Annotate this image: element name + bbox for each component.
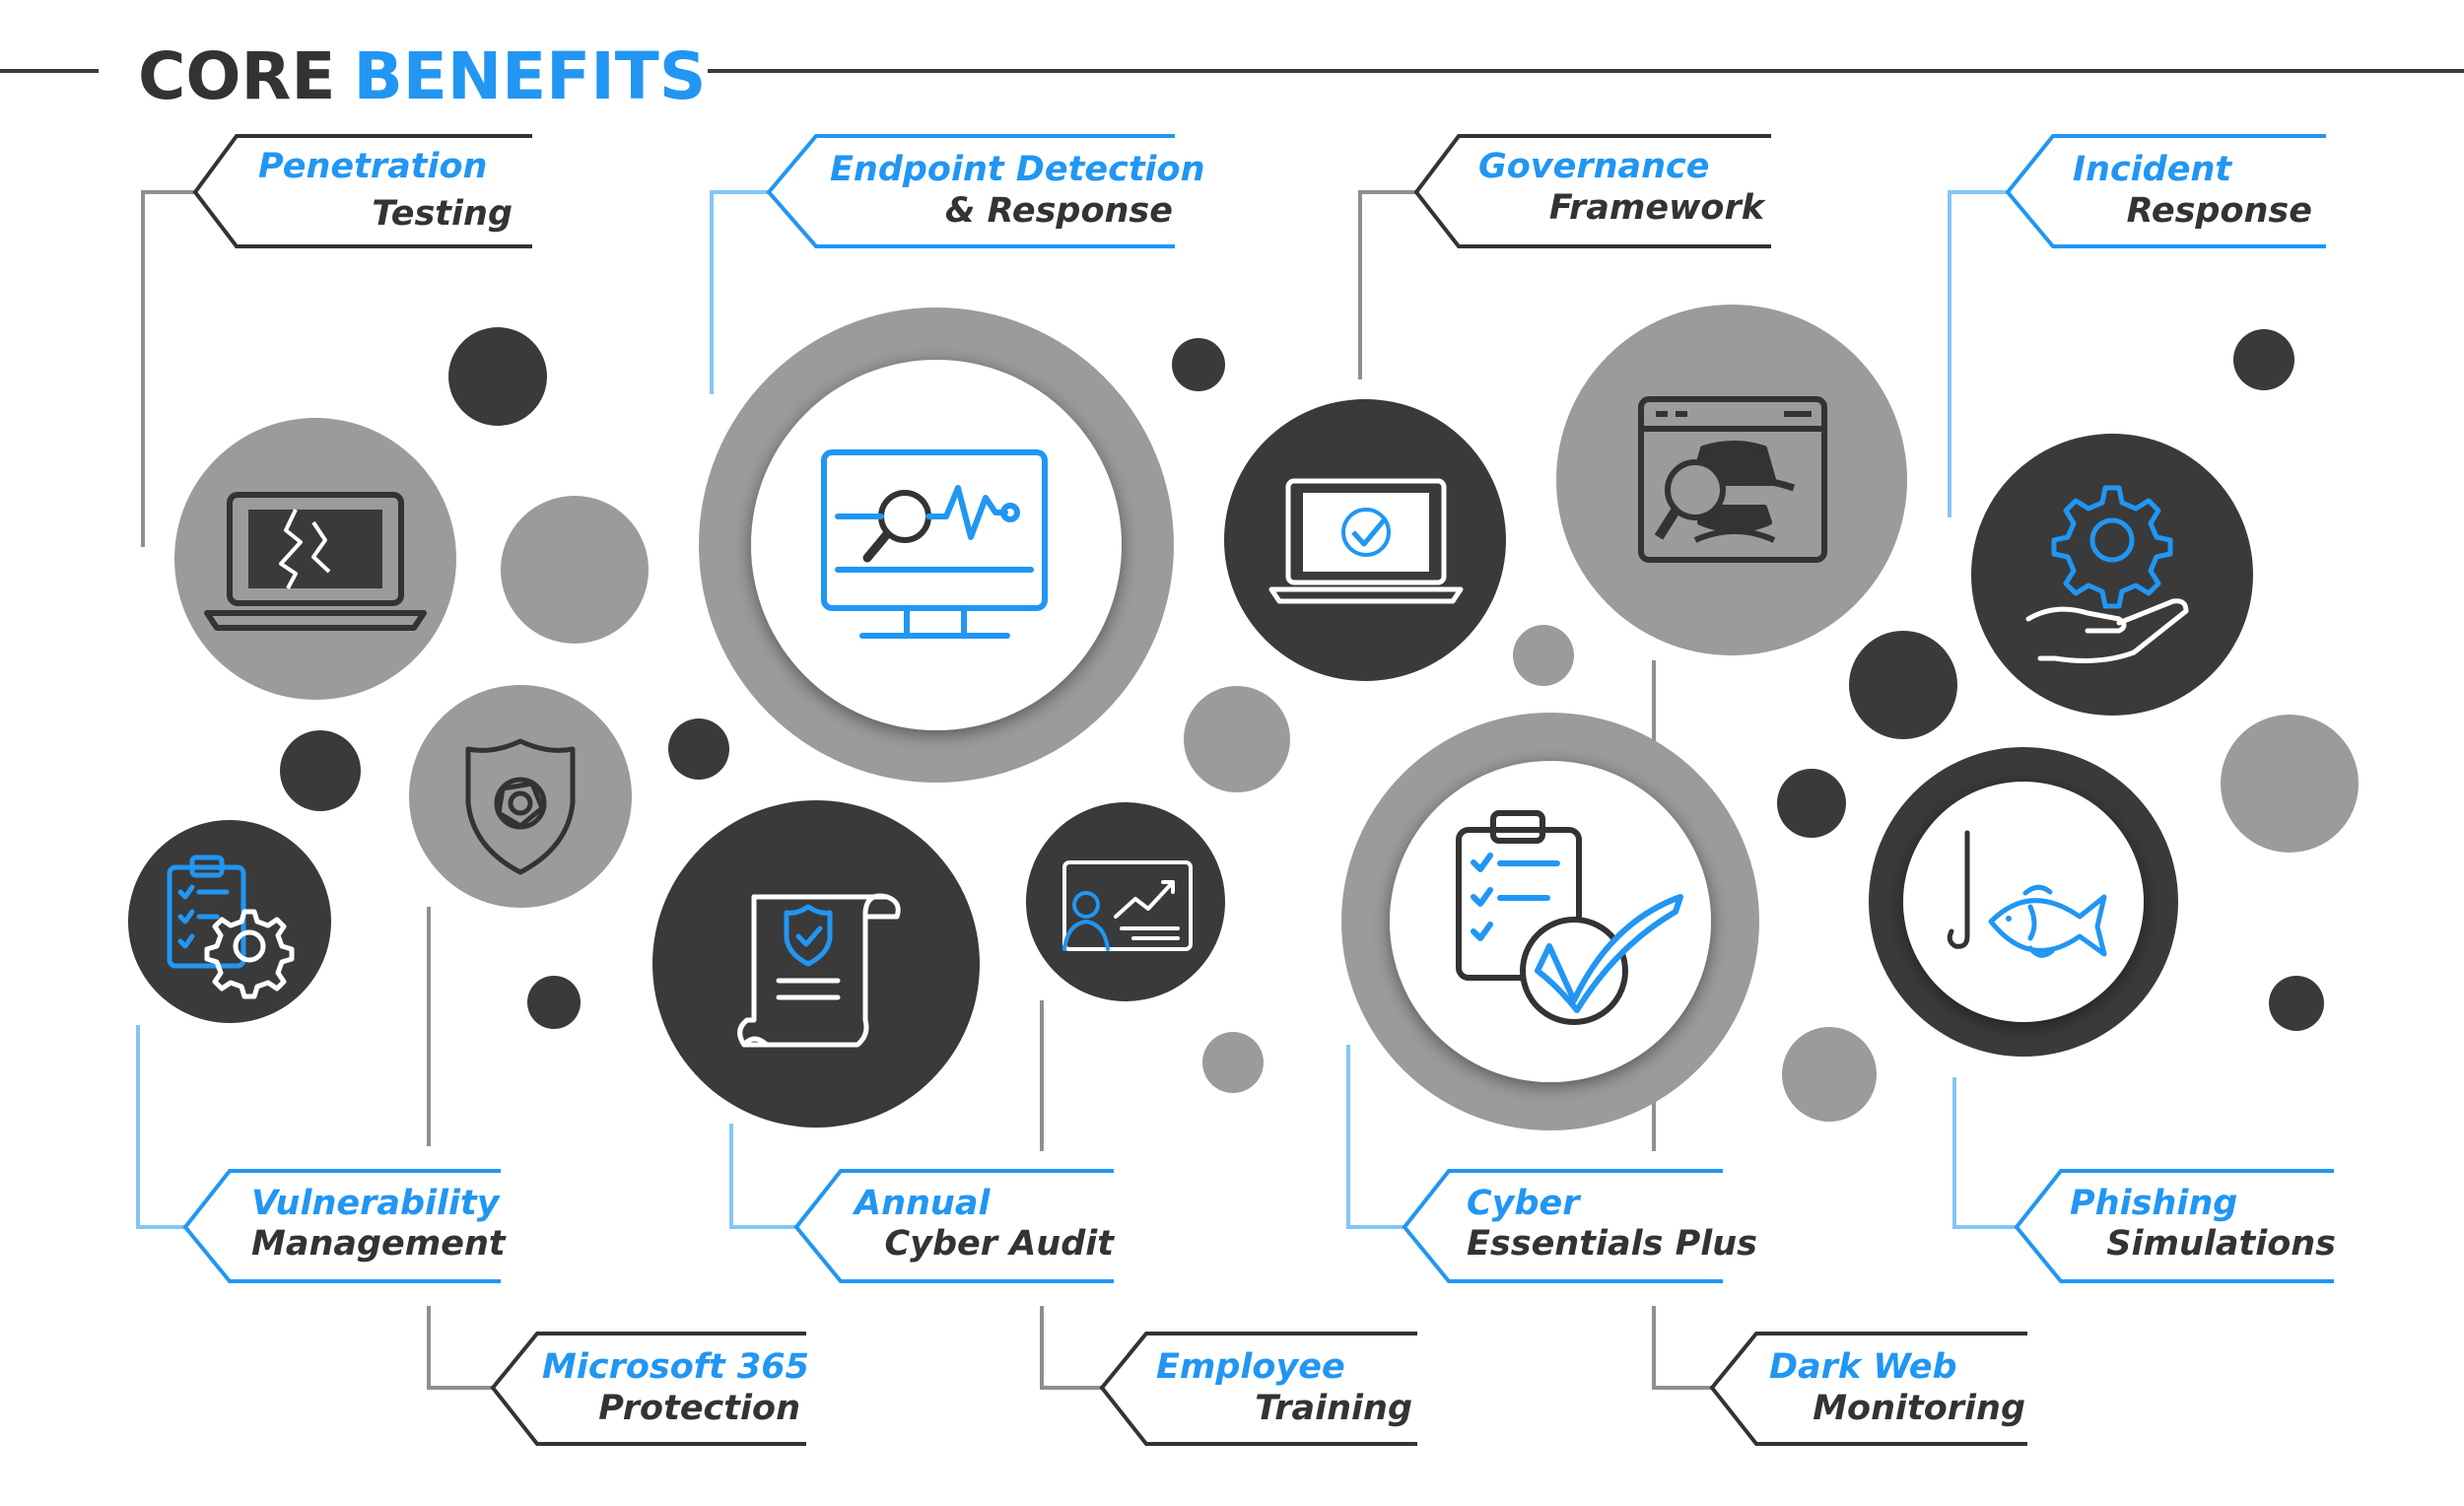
title-blue: BENEFITS [353,38,706,114]
svg-text:Simulations: Simulations [2106,1224,2336,1264]
node-incident-response [1971,434,2253,716]
broken-laptop-icon [204,492,427,631]
label-employee-training: Employee Training [1099,1332,1417,1446]
label-microsoft-365: Microsoft 365 Protection [490,1332,809,1446]
node-annual-cyber-audit [652,800,980,1128]
monitor-analytics-icon [821,449,1048,639]
svg-text:Dark Web: Dark Web [1769,1347,1957,1387]
label-incident-response: Incident Response [2005,134,2326,248]
svg-text:Management: Management [251,1224,507,1264]
svg-text:Monitoring: Monitoring [1813,1389,2025,1428]
node-phishing-simulations [1869,747,2178,1057]
svg-text:Testing: Testing [372,194,513,234]
svg-text:Governance: Governance [1478,147,1710,186]
svg-text:Annual: Annual [852,1184,991,1223]
svg-text:Essentials Plus: Essentials Plus [1467,1224,1757,1264]
label-dark-web-monitoring: Dark Web Monitoring [1709,1332,2027,1446]
node-penetration-testing [174,418,456,700]
decorative-dots [280,327,2359,1122]
svg-text:& Response: & Response [945,191,1173,231]
svg-text:Framework: Framework [1549,188,1767,228]
node-dark-web-monitoring [1556,305,1907,655]
svg-text:Endpoint Detection: Endpoint Detection [830,150,1205,189]
gear-hand-icon [2025,485,2189,663]
clipboard-gear-icon [167,855,295,999]
svg-text:Response: Response [2127,191,2312,231]
svg-text:Phishing: Phishing [2070,1184,2237,1223]
label-penetration-testing: Penetration Testing [192,134,532,248]
node-employee-training [1026,802,1225,1001]
svg-text:Protection: Protection [598,1389,800,1428]
title-dark: CORE [138,38,335,114]
laptop-check-icon [1268,478,1464,604]
label-endpoint-detection: Endpoint Detection & Response [766,134,1205,248]
label-annual-cyber-audit: Annual Cyber Audit [793,1169,1115,1283]
node-vulnerability-management [128,820,331,1023]
node-microsoft-365 [409,685,632,908]
svg-text:Training: Training [1255,1389,1412,1428]
presentation-board-icon [1062,860,1193,951]
svg-text:Cyber: Cyber [1467,1184,1582,1223]
svg-text:Incident: Incident [2073,150,2232,189]
certificate-scroll-icon [737,893,901,1048]
fish-hook-icon [1947,830,2107,958]
node-endpoint-detection [699,308,1174,783]
label-vulnerability-management: Vulnerability Management [182,1169,507,1283]
svg-text:Cyber Audit: Cyber Audit [884,1224,1115,1264]
node-governance-framework [1224,399,1506,681]
spy-browser-icon [1638,396,1827,563]
node-cyber-essentials-plus [1341,713,1759,1130]
svg-text:Penetration: Penetration [258,147,487,186]
label-phishing-simulations: Phishing Simulations [2014,1169,2336,1283]
label-governance-framework: Governance Framework [1413,134,1771,248]
svg-text:Microsoft 365: Microsoft 365 [542,1347,809,1387]
label-cyber-essentials-plus: Cyber Essentials Plus [1402,1169,1757,1283]
shield-logo-icon [465,738,576,875]
svg-text:Employee: Employee [1156,1347,1345,1387]
svg-text:Vulnerability: Vulnerability [251,1184,502,1223]
clipboard-checkmark-icon [1456,810,1683,1025]
